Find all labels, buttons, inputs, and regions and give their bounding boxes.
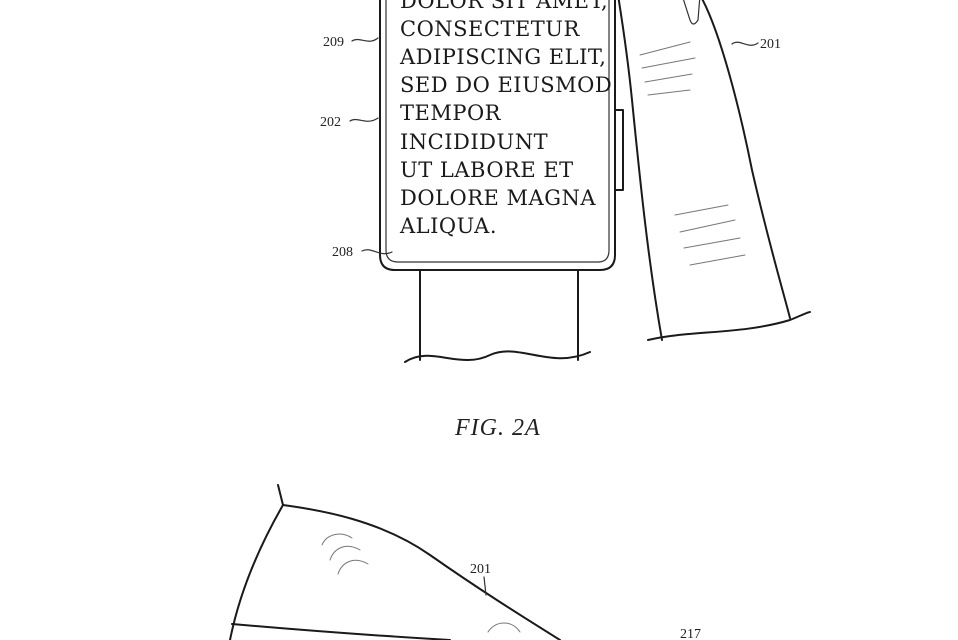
finger-crease <box>640 42 695 95</box>
ref-202: 202 <box>320 115 341 130</box>
screen-text: DOLOR SIT AMET, CONSECTETUR ADIPISCING E… <box>399 0 612 238</box>
finger-bottom-crease <box>322 534 368 574</box>
ref-201-bottom: 201 <box>470 562 491 577</box>
leader-201-top <box>732 42 758 45</box>
finger-bottom-back-edge <box>230 505 283 640</box>
screen-text-line: ADIPISCING ELIT, <box>399 45 606 69</box>
ref-209: 209 <box>323 35 344 50</box>
finger-nail <box>682 0 700 24</box>
screen-text-line: TEMPOR <box>400 101 502 125</box>
finger-top <box>618 0 810 340</box>
screen-text-line: DOLOR SIT AMET, <box>400 0 608 13</box>
finger-bottom-top-edge <box>278 485 560 640</box>
watch-side-button <box>615 110 623 190</box>
finger-crease <box>675 205 745 265</box>
screen-text-line: SED DO EIUSMOD <box>400 73 612 97</box>
watch-band <box>420 270 578 360</box>
ref-217: 217 <box>680 627 701 640</box>
screen-text-line: UT LABORE ET <box>400 158 574 182</box>
finger-bottom <box>230 485 560 640</box>
screen-text-line: INCIDIDUNT <box>400 130 548 154</box>
screen-text-line: CONSECTETUR <box>400 17 580 41</box>
screen-text-line: ALIQUA. <box>399 214 497 238</box>
finger-bottom-nail-hint <box>488 623 520 632</box>
finger-top-base <box>648 312 810 340</box>
leader-202 <box>350 118 378 121</box>
finger-bottom-lower-edge <box>232 624 450 640</box>
reference-labels-bottom: 201 217 <box>470 562 701 640</box>
ref-201-top: 201 <box>760 37 781 52</box>
leader-209 <box>352 38 378 41</box>
ref-208: 208 <box>332 245 353 260</box>
leader-208 <box>362 250 392 254</box>
watch-band-bottom-edge <box>405 351 590 362</box>
figure-caption: FIG. 2A <box>454 415 541 441</box>
screen-text-line: DOLORE MAGNA <box>400 186 596 210</box>
